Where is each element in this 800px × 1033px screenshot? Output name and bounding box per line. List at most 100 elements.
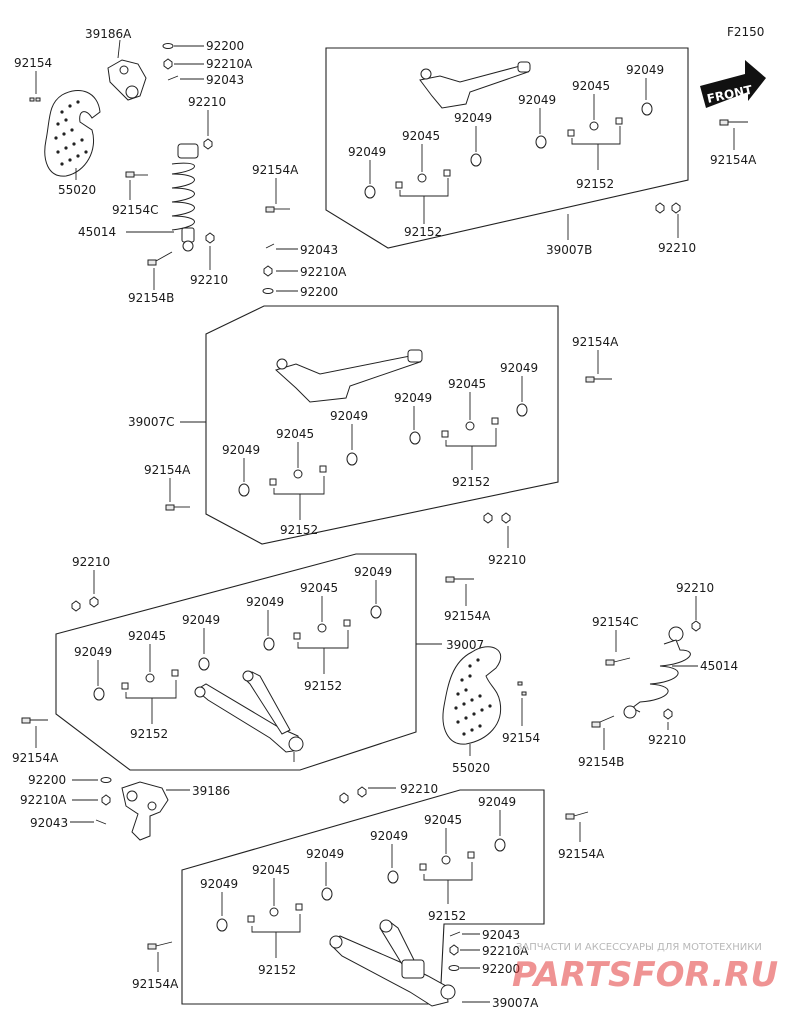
nut-92210-icon — [205, 232, 215, 244]
lower-arm-39007A-icon — [329, 919, 456, 1007]
bolt-92154B-icon — [591, 715, 615, 728]
bolt-92154A-icon — [165, 504, 190, 511]
b4-label-92045-a: 92045 — [252, 863, 290, 877]
upper-arm-39007C-icon — [275, 349, 423, 403]
b4-label-92049-d: 92049 — [478, 795, 516, 809]
label-39186A: 39186A — [85, 27, 132, 41]
bolt-92154C-icon — [605, 657, 631, 666]
collar-92152-icon — [395, 181, 403, 189]
spacer-92049-icon — [387, 870, 399, 884]
label-92154A-f: 92154A — [444, 609, 491, 623]
b3-label-92045-a: 92045 — [128, 629, 166, 643]
collar-92152-icon — [443, 169, 451, 177]
spacer-92049-icon — [641, 102, 653, 116]
b4-label-92049-b: 92049 — [306, 847, 344, 861]
spacer-92049-icon — [93, 687, 105, 701]
spacer-92049-icon — [370, 605, 382, 619]
spacer-92049-icon — [364, 185, 376, 199]
pin-92043-icon — [95, 819, 107, 825]
b1-label-92049-a: 92049 — [348, 145, 386, 159]
label-45014-a: 45014 — [78, 225, 116, 239]
nut-92210-icon — [655, 202, 665, 214]
collar-92152-icon — [121, 682, 129, 690]
bushing-92045-icon — [317, 623, 327, 633]
label-92154A-c: 92154A — [572, 335, 619, 349]
collar-92152-icon — [171, 669, 179, 677]
front-arrow-icon: FRONT — [700, 60, 766, 108]
label-45014-b: 45014 — [700, 659, 738, 673]
b4-label-92049-a: 92049 — [200, 877, 238, 891]
b1-label-92049-b: 92049 — [454, 111, 492, 125]
bushing-92045-icon — [145, 673, 155, 683]
b2-label-92049-a: 92049 — [222, 443, 260, 457]
spacer-92049-icon — [321, 887, 333, 901]
label-39186: 39186 — [192, 784, 230, 798]
shock-absorber-45014-icon — [171, 143, 199, 252]
b4-label-39007A: 39007A — [492, 996, 539, 1010]
b1-label-92045-a: 92045 — [402, 129, 440, 143]
washer-92200-icon — [162, 43, 174, 49]
label-92154A-b: 92154A — [710, 153, 757, 167]
label-92210-a: 92210 — [188, 95, 226, 109]
nut-92210-icon — [203, 138, 213, 150]
bolt-92154A-icon — [21, 717, 48, 724]
pin-92043-icon — [449, 931, 461, 937]
collar-92152-icon — [491, 417, 499, 425]
label-92043-b: 92043 — [300, 243, 338, 257]
shock-absorber-45014-icon — [623, 626, 691, 719]
nut-92210-icon — [501, 512, 511, 524]
assembly-box-39007B — [325, 47, 689, 249]
bolt-92154C-icon — [125, 171, 148, 178]
knuckle-39186A-icon — [107, 59, 147, 101]
washer-92200-icon — [262, 288, 274, 294]
watermark-logo: PARTSFOR.RU — [512, 955, 778, 995]
upper-arm-39007B-icon — [419, 61, 531, 109]
b2-label-92049-b: 92049 — [330, 409, 368, 423]
b4-label-92049-c: 92049 — [370, 829, 408, 843]
spacer-92049-icon — [216, 918, 228, 932]
spacer-92049-icon — [535, 135, 547, 149]
b1-label-39007B: 39007B — [546, 243, 592, 257]
spacer-92049-icon — [198, 657, 210, 671]
spacer-92049-icon — [494, 838, 506, 852]
bolt-92154-icon — [517, 681, 527, 696]
label-92210-c: 92210 — [658, 241, 696, 255]
nut-92210A-icon — [449, 944, 459, 956]
lower-arm-39007-icon — [194, 670, 304, 762]
b3-label-92045-b: 92045 — [300, 581, 338, 595]
label-92200-d: 92200 — [482, 962, 520, 976]
spacer-92049-icon — [516, 403, 528, 417]
b3-label-92152-a: 92152 — [130, 727, 168, 741]
label-55020-a: 55020 — [58, 183, 96, 197]
bushing-92045-icon — [441, 855, 451, 865]
pin-92043-icon — [167, 75, 179, 81]
collar-92152-icon — [247, 915, 255, 923]
label-92210-d: 92210 — [488, 553, 526, 567]
b3-label-92049-a: 92049 — [74, 645, 112, 659]
pin-92043-icon — [265, 243, 275, 249]
bushing-92045-icon — [417, 173, 427, 183]
label-92210A-a: 92210A — [206, 57, 253, 71]
bolt-92154A-icon — [585, 376, 612, 383]
assembly-box-39007 — [55, 553, 417, 771]
bolt-92154A-icon — [265, 206, 290, 213]
b3-label-92049-c: 92049 — [246, 595, 284, 609]
spacer-92049-icon — [346, 452, 358, 466]
label-92043-a: 92043 — [206, 73, 244, 87]
label-92210-g: 92210 — [648, 733, 686, 747]
bushing-92045-icon — [589, 121, 599, 131]
brake-disc-55020-icon — [442, 646, 502, 745]
label-92200-c: 92200 — [28, 773, 66, 787]
nut-92210A-icon — [101, 794, 111, 806]
collar-92152-icon — [343, 619, 351, 627]
b2-label-92045-a: 92045 — [276, 427, 314, 441]
b3-label-39007: 39007 — [446, 638, 484, 652]
bushing-92045-icon — [293, 469, 303, 479]
label-92154A-h: 92154A — [132, 977, 179, 991]
diagram-code: F2150 — [727, 25, 764, 39]
b2-label-39007C: 39007C — [128, 415, 175, 429]
collar-92152-icon — [295, 903, 303, 911]
watermark-tagline: ЗАПЧАСТИ И АКСЕССУАРЫ ДЛЯ МОТОТЕХНИКИ — [516, 942, 762, 953]
label-92154-a: 92154 — [14, 56, 52, 70]
